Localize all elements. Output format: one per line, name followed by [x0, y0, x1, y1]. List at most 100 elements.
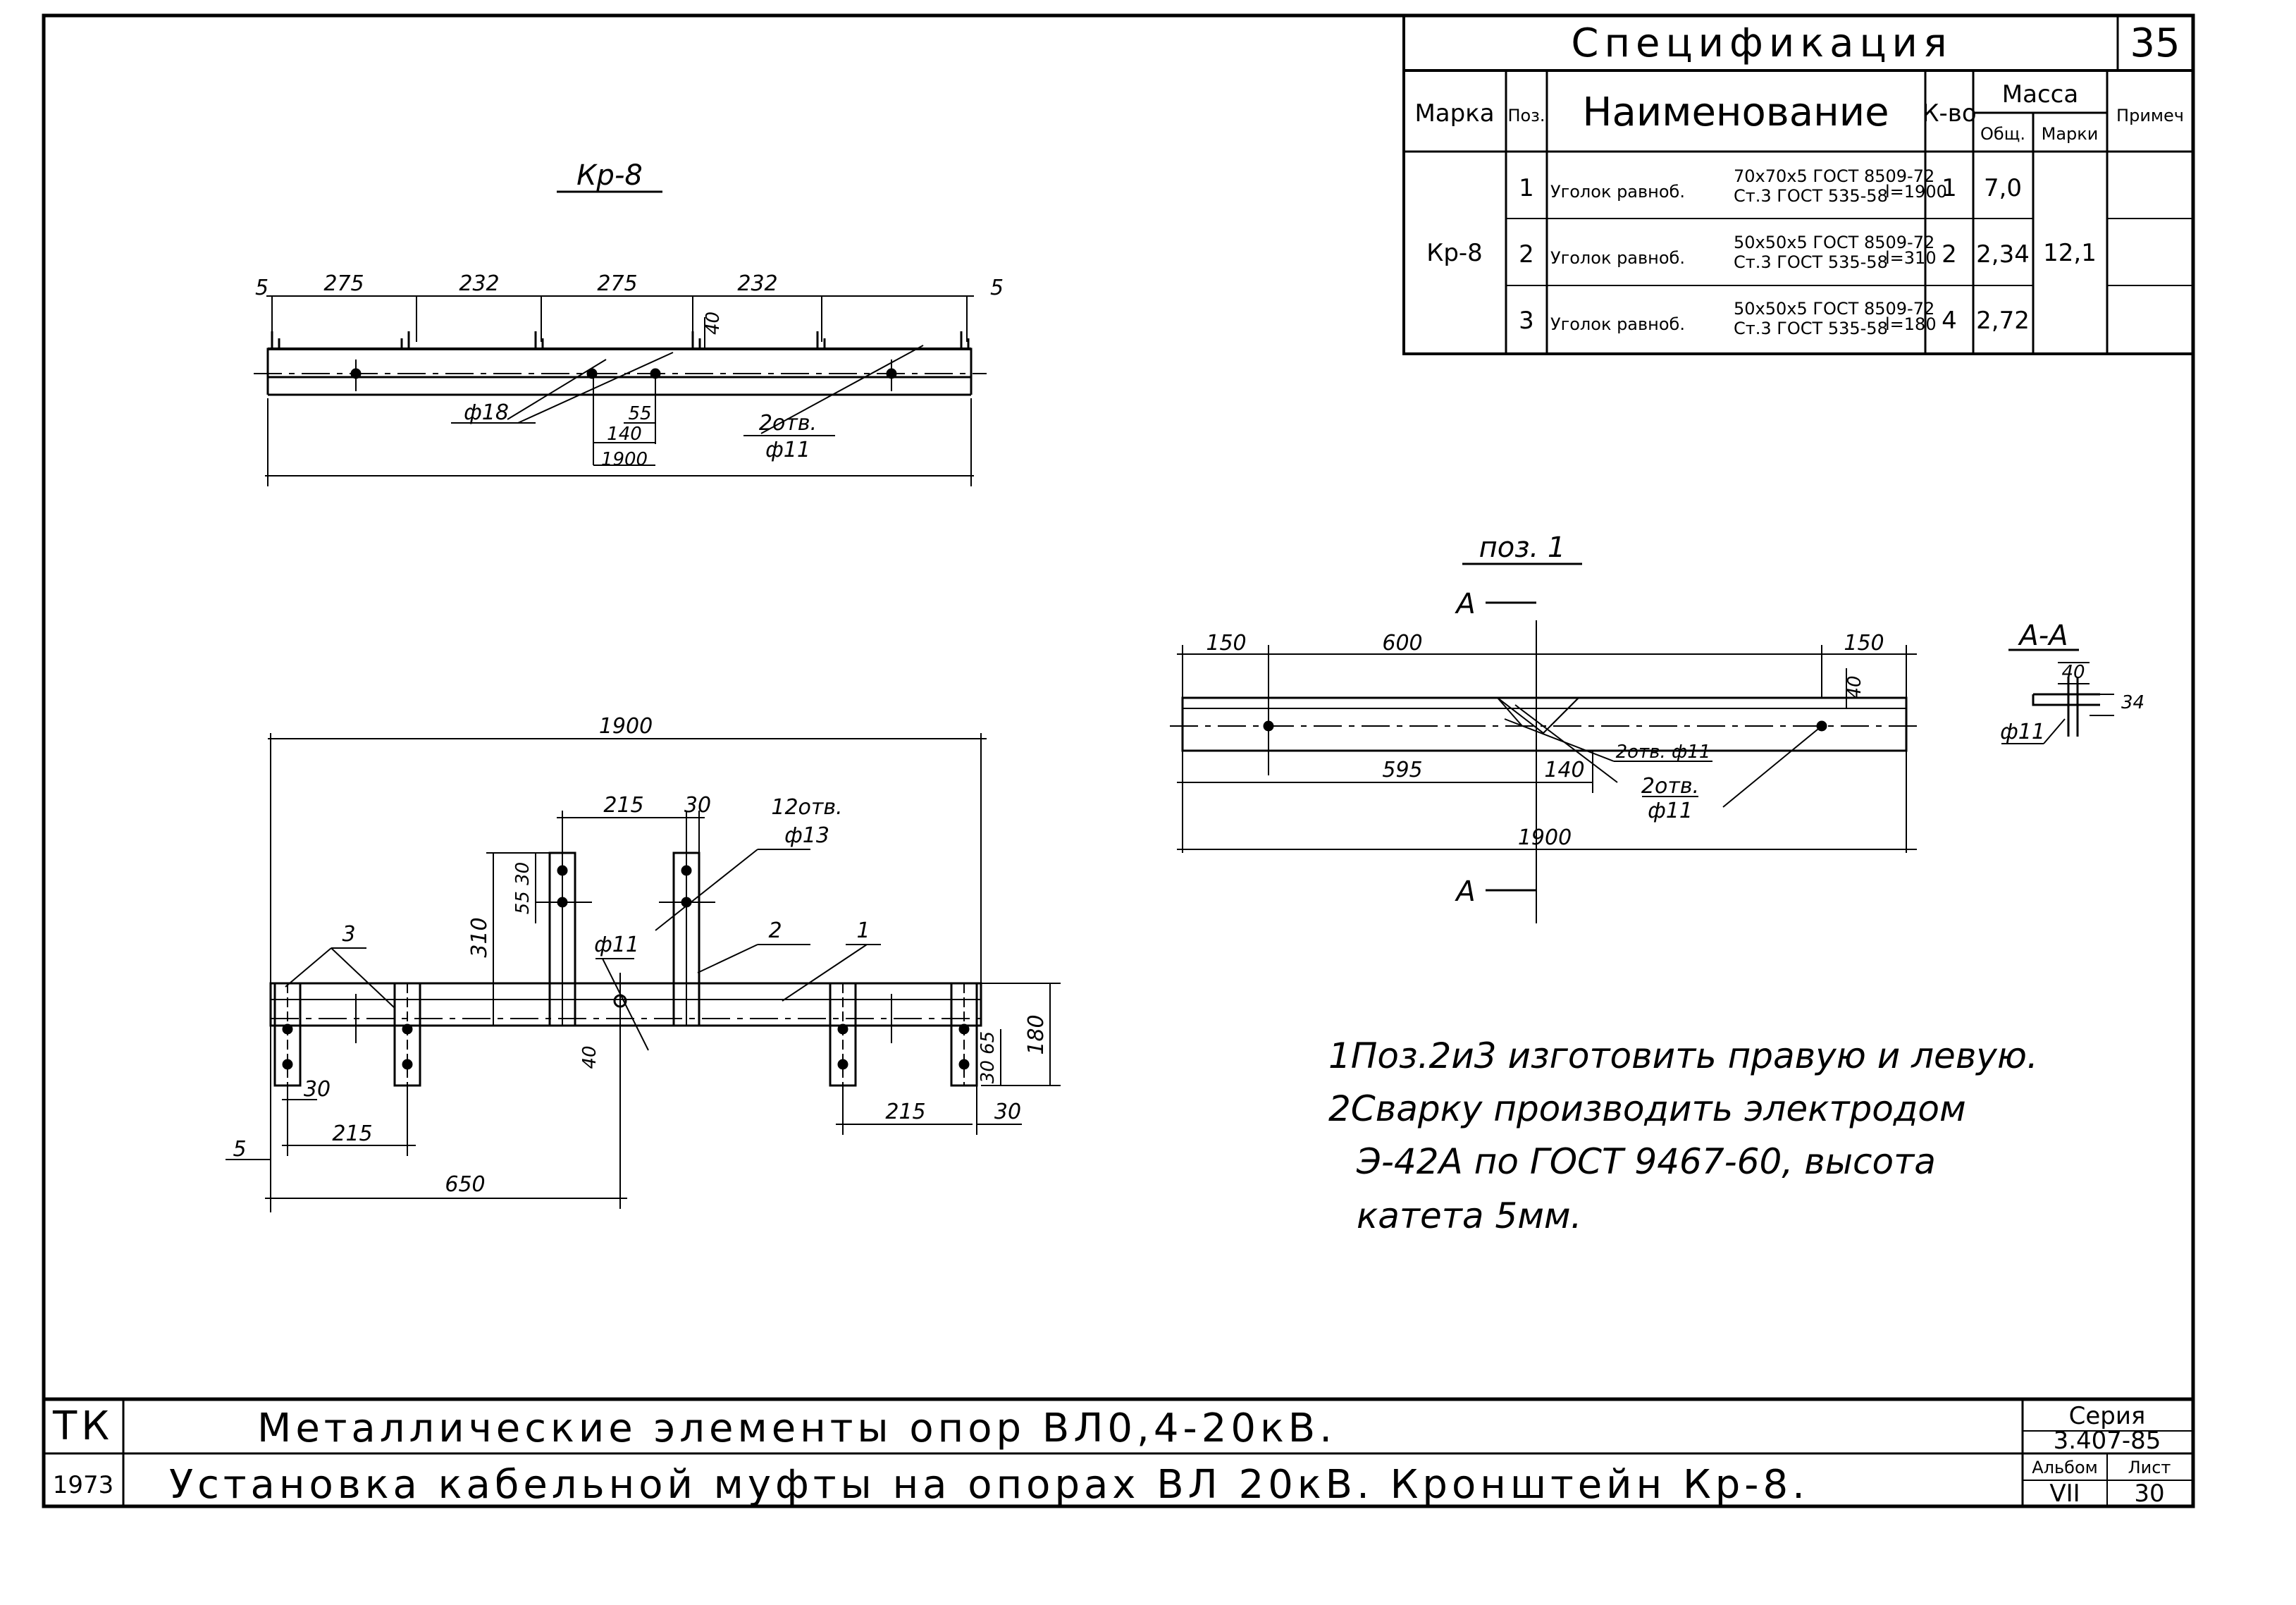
title-block-series-label: Серия	[2069, 1402, 2146, 1430]
title-block-title: Металлические элементы опор ВЛ0,4-20кВ.	[257, 1406, 1336, 1451]
section-aa-drawing	[2001, 648, 2114, 744]
spec-row1-profile: 70х70х5 ГОСТ 8509-72	[1734, 166, 1934, 186]
top-view-dim-4: 232	[737, 271, 777, 296]
front-view-right-offsets: 30 65	[977, 1031, 999, 1083]
pos1-left-offset: 150	[1206, 631, 1246, 656]
title-block	[44, 1397, 2193, 1506]
spec-header-name: Наименование	[1582, 90, 1889, 135]
top-view-dim-1: 275	[323, 271, 364, 296]
top-view-edge-right: 5	[990, 276, 1004, 300]
top-view-hole-b: 140	[607, 424, 642, 445]
top-view-hole-small-count: 2отв.	[759, 411, 817, 436]
spec-row2-name: Уголок равноб.	[1550, 248, 1685, 268]
spec-title: Спецификация	[1571, 20, 1952, 66]
spec-header-mass-total: Общ.	[1980, 124, 2025, 144]
section-title: А-А	[2017, 620, 2068, 652]
pos1-drawing	[1170, 562, 1917, 923]
section-hole: ф11	[2000, 720, 2045, 744]
spec-header-mass-mark: Марки	[2042, 124, 2099, 144]
front-view-pos-label-1: 1	[856, 918, 870, 943]
front-view-left-width: 30	[304, 1077, 331, 1102]
pos1-length: 1900	[1518, 825, 1572, 850]
note-3: Э-42А по ГОСТ 9467-60, высота	[1356, 1141, 1936, 1182]
spec-row2-profile: 50х50х5 ГОСТ 8509-72	[1734, 233, 1934, 252]
pos1-section-mark-top: А	[1454, 588, 1475, 620]
title-block-org: ТК	[52, 1403, 113, 1449]
front-view-center-hole: ф11	[594, 933, 639, 957]
title-block-year: 1973	[53, 1471, 114, 1499]
spec-header-qty: К-во	[1922, 99, 1976, 128]
top-view-drawing	[254, 190, 987, 486]
pos1-to-cut: 600	[1382, 631, 1422, 656]
front-view-right-width: 30	[994, 1100, 1021, 1124]
front-view-length: 1900	[599, 714, 653, 739]
section-dim-a: 40	[2061, 662, 2085, 683]
note-1: 1Поз.2и3 изготовить правую и левую.	[1328, 1035, 2038, 1076]
spec-row1-length: l=1900	[1885, 182, 1947, 202]
spec-row2-qty: 2	[1942, 240, 1957, 269]
front-view-height: 180	[1024, 1014, 1049, 1054]
front-view-left-edge: 5	[233, 1137, 246, 1162]
spec-row3-steel: Ст.3 ГОСТ 535-58	[1734, 319, 1888, 338]
pos1-cut-note: 2отв. ф11	[1616, 742, 1711, 763]
pos1-title: поз. 1	[1479, 531, 1566, 564]
spec-row1-steel: Ст.3 ГОСТ 535-58	[1734, 186, 1888, 206]
front-view-post-height: 310	[467, 917, 492, 957]
pos1-right-offset: 150	[1844, 631, 1884, 656]
section-dim-b: 34	[2121, 692, 2144, 713]
front-view-center-offset: 40	[579, 1045, 600, 1069]
title-block-sheet: 30	[2134, 1480, 2164, 1508]
sheet-number: 35	[2130, 20, 2180, 66]
title-block-album-label: Альбом	[2032, 1458, 2098, 1477]
note-4: катета 5мм.	[1357, 1195, 1582, 1236]
spec-row2-steel: Ст.3 ГОСТ 535-58	[1734, 252, 1888, 272]
spec-header-pos: Поз.	[1507, 106, 1545, 125]
title-block-album: VII	[2049, 1480, 2080, 1508]
top-view-dim-2: 232	[459, 271, 499, 296]
front-view-drawing	[226, 733, 1061, 1212]
spec-row1-mass: 7,0	[1984, 174, 2022, 202]
front-view-half-length: 650	[445, 1172, 485, 1197]
front-view-left-spacing: 215	[332, 1121, 372, 1146]
front-view-right-spacing: 215	[885, 1100, 925, 1124]
spec-row2-mass: 2,34	[1976, 240, 2030, 269]
spec-row3-qty: 4	[1942, 307, 1957, 335]
spec-header-note: Примеч	[2116, 106, 2184, 125]
spec-row3-mass: 2,72	[1976, 307, 2030, 335]
top-view-hole-small: ф11	[765, 438, 810, 462]
pos1-holes-dia: ф11	[1648, 799, 1693, 823]
top-view-length: 1900	[601, 449, 648, 470]
top-view-edge-left: 5	[255, 276, 269, 300]
top-view-title: Кр-8	[576, 159, 643, 192]
title-block-sheet-label: Лист	[2128, 1458, 2171, 1477]
top-view-hole-large: ф18	[464, 400, 509, 425]
spec-row1-name: Уголок равноб.	[1550, 182, 1685, 202]
spec-row2-length: l=310	[1885, 248, 1937, 268]
pos1-height: 40	[1844, 675, 1865, 699]
spec-row1-qty: 1	[1942, 174, 1957, 202]
spec-row2-pos: 2	[1519, 240, 1534, 269]
pos1-holes-count: 2отв.	[1641, 774, 1699, 799]
spec-row3-length: l=180	[1885, 314, 1937, 334]
spec-mark: Кр-8	[1426, 239, 1483, 267]
spec-mark-mass: 12,1	[2043, 239, 2097, 267]
sheet-frame	[42, 13, 2195, 1508]
top-view-height: 40	[703, 312, 724, 335]
front-view-post-offsets: 55 30	[512, 862, 533, 914]
spec-header-mass: Масса	[2002, 80, 2078, 109]
spec-row3-profile: 50х50х5 ГОСТ 8509-72	[1734, 299, 1934, 319]
pos1-section-mark-bottom: А	[1454, 875, 1475, 908]
top-view-hole-a: 55	[628, 403, 651, 424]
note-2: 2Сварку производить электродом	[1328, 1088, 1966, 1129]
spec-row3-name: Уголок равноб.	[1550, 314, 1685, 334]
title-block-subtitle: Установка кабельной муфты на опорах ВЛ 2…	[169, 1462, 1809, 1508]
front-view-post-spacing: 215	[603, 793, 643, 818]
pos1-bottom-a: 595	[1382, 758, 1422, 782]
spec-row3-pos: 3	[1519, 307, 1534, 335]
front-view-post-width: 30	[684, 793, 711, 818]
front-view-holes-count: 12отв.	[771, 795, 842, 820]
title-block-series: 3.407-85	[2054, 1427, 2161, 1455]
front-view-pos-label-2: 2	[768, 918, 782, 943]
spec-row1-pos: 1	[1519, 174, 1534, 202]
